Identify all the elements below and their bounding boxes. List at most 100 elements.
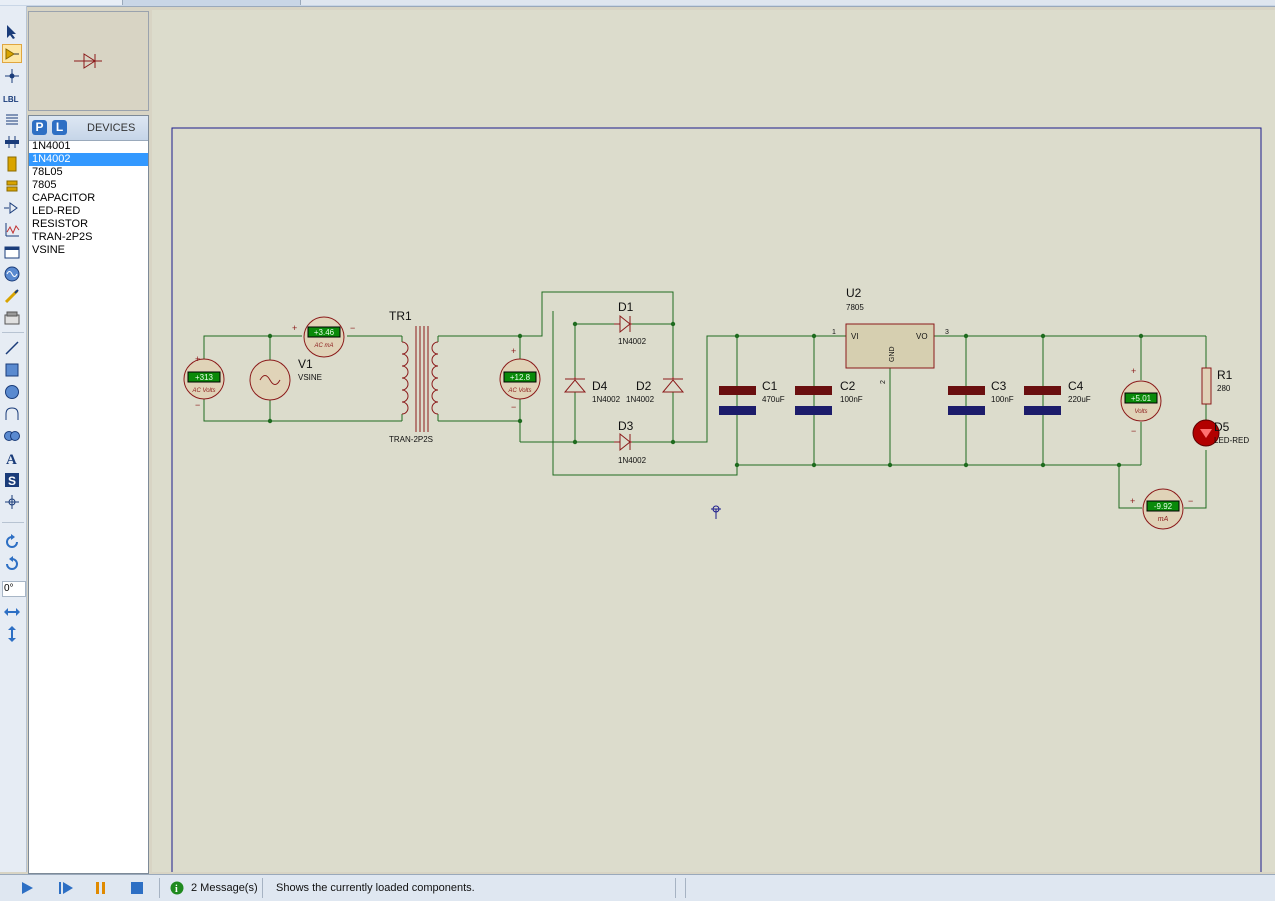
capacitor-c3[interactable]: [948, 386, 985, 415]
d3-type: 1N4002: [618, 456, 647, 465]
select-icon[interactable]: [2, 22, 22, 41]
window-tab[interactable]: [300, 0, 1275, 5]
device-item[interactable]: VSINE: [32, 244, 66, 256]
capacitor-c1[interactable]: [719, 386, 756, 415]
component-icon[interactable]: [2, 44, 22, 63]
c4-ref: C4: [1068, 379, 1084, 393]
device-item[interactable]: RESISTOR: [32, 218, 89, 230]
u2-vo-pin: VO: [916, 332, 928, 341]
rotation-field[interactable]: 0°: [2, 581, 26, 597]
transformer-tr1[interactable]: [401, 326, 439, 432]
meter-unit: AC Volts: [191, 388, 215, 394]
device-item-selected[interactable]: 1N4002: [29, 153, 148, 166]
current-probe-icon[interactable]: [2, 308, 22, 327]
u2-type: 7805: [846, 303, 864, 312]
rotate-ccw-icon[interactable]: [2, 554, 22, 573]
u2-pin-number: 1: [832, 329, 836, 336]
dc-voltmeter[interactable]: +5.01 Volts + −: [1120, 366, 1162, 436]
library-manager-button[interactable]: L: [52, 120, 67, 135]
c3-value: 100nF: [991, 395, 1014, 404]
svg-text:S: S: [8, 474, 16, 488]
device-item[interactable]: 78L05: [32, 166, 63, 178]
stop-button[interactable]: [130, 878, 144, 898]
d5-type: LED-RED: [1214, 436, 1249, 445]
arc-icon[interactable]: [2, 404, 22, 423]
play-button[interactable]: [20, 878, 34, 898]
diode-d4[interactable]: [563, 377, 587, 393]
diode-d1[interactable]: [614, 314, 632, 334]
device-item[interactable]: 1N4001: [32, 140, 71, 152]
pick-devices-button[interactable]: P: [32, 120, 47, 135]
device-item[interactable]: TRAN-2P2S: [32, 231, 93, 243]
regulator-u2[interactable]: VI VO GND 1 3 2: [832, 323, 949, 384]
ac-voltmeter-input[interactable]: +313 AC Volts + −: [183, 354, 225, 410]
voltage-probe-icon[interactable]: [2, 286, 22, 305]
messages-count[interactable]: 2 Message(s): [191, 882, 258, 894]
minus-terminal: −: [1188, 496, 1193, 506]
device-item[interactable]: LED-RED: [32, 205, 81, 217]
generator-icon[interactable]: [2, 264, 22, 283]
svg-text:i: i: [175, 884, 178, 895]
diode-d2[interactable]: [661, 377, 685, 393]
text-script-icon[interactable]: [2, 110, 22, 129]
meter-unit: mA: [1158, 516, 1169, 523]
capacitor-c2[interactable]: [795, 386, 832, 415]
rotate-cw-icon[interactable]: [2, 532, 22, 551]
schematic-editor[interactable]: +313 AC Volts + − V1 VSINE +3.46 AC mA +…: [152, 10, 1275, 889]
v1-type: VSINE: [298, 373, 322, 382]
bus-icon[interactable]: [2, 132, 22, 151]
device-item[interactable]: 7805: [32, 179, 57, 191]
path-icon[interactable]: [2, 426, 22, 445]
component-preview: [28, 11, 149, 111]
wire-label-icon[interactable]: LBL: [2, 88, 22, 107]
graph-icon[interactable]: [2, 220, 22, 239]
mirror-x-icon[interactable]: [2, 602, 22, 621]
r1-ref: R1: [1217, 368, 1233, 382]
d1-ref: D1: [618, 300, 634, 314]
mirror-y-icon[interactable]: [2, 624, 22, 643]
text-icon[interactable]: A: [2, 448, 22, 467]
symbol-icon[interactable]: S: [2, 470, 22, 489]
devices-title: DEVICES: [87, 122, 136, 134]
vsine-source[interactable]: V1 VSINE: [249, 357, 322, 401]
r1-value: 280: [1217, 384, 1231, 393]
device-pin-icon[interactable]: [2, 198, 22, 217]
circle-icon[interactable]: [2, 382, 22, 401]
ac-ammeter[interactable]: +3.46 AC mA + −: [292, 316, 355, 358]
pause-button[interactable]: [94, 878, 108, 898]
terminal-icon[interactable]: [2, 176, 22, 195]
window-top-strip: [0, 0, 1275, 7]
meter-reading: -9.92: [1154, 502, 1173, 511]
marker-icon[interactable]: [2, 492, 22, 511]
junction-icon[interactable]: [2, 66, 22, 85]
dc-ammeter[interactable]: -9.92 mA + −: [1130, 488, 1193, 530]
junction-dots: [267, 321, 1144, 468]
ac-voltmeter-secondary[interactable]: +12.8 AC Volts + −: [499, 346, 541, 412]
window-tab[interactable]: [0, 0, 123, 5]
diode-d3[interactable]: [614, 432, 632, 452]
u2-gnd-pin: GND: [889, 346, 896, 362]
led-d5[interactable]: [1192, 419, 1220, 447]
u2-vi-pin: VI: [851, 332, 859, 341]
svg-text:A: A: [6, 452, 17, 466]
capacitor-c4[interactable]: [1024, 386, 1061, 415]
d4-ref: D4: [592, 379, 608, 393]
resistor-r1[interactable]: [1201, 367, 1212, 405]
mode-toolbar: LBL A S 0°: [0, 6, 27, 872]
diode-preview-icon: [74, 53, 102, 69]
minus-terminal: −: [1131, 426, 1136, 436]
tape-recorder-icon[interactable]: [2, 242, 22, 261]
plus-terminal: +: [195, 354, 200, 364]
line-icon[interactable]: [2, 338, 22, 357]
plus-terminal: +: [1131, 366, 1136, 376]
tr1-type: TRAN-2P2S: [389, 435, 433, 444]
plus-terminal: +: [1130, 496, 1135, 506]
d2-type: 1N4002: [626, 395, 655, 404]
device-item[interactable]: CAPACITOR: [32, 192, 96, 204]
info-icon: i: [170, 878, 184, 898]
subcircuit-icon[interactable]: [2, 154, 22, 173]
step-button[interactable]: [58, 878, 74, 898]
box-icon[interactable]: [2, 360, 22, 379]
c2-value: 100nF: [840, 395, 863, 404]
meter-reading: +3.46: [314, 328, 335, 337]
